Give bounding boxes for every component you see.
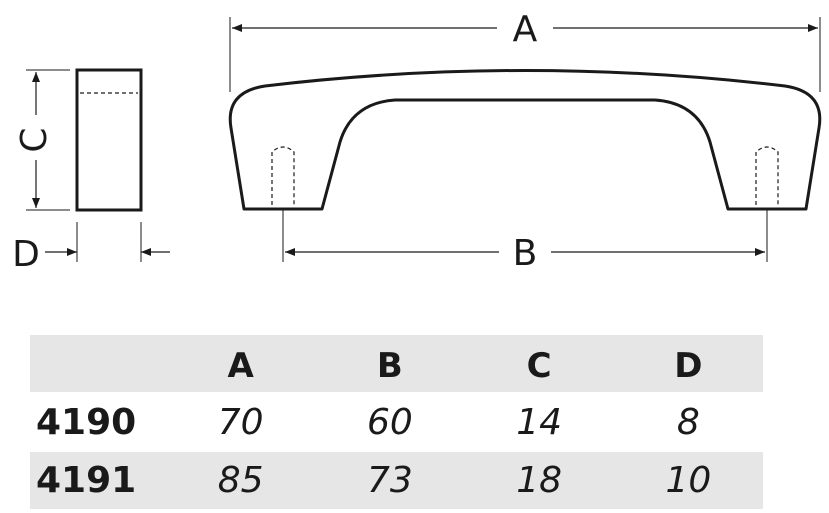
- value-c: 14: [516, 401, 563, 443]
- dim-label-a: A: [513, 9, 538, 50]
- side-profile: [75, 68, 143, 212]
- dimension-d: D: [12, 222, 170, 275]
- value-a: 70: [217, 401, 264, 443]
- table-header-row: A B C D: [30, 335, 763, 392]
- screw-hole-left: [271, 146, 295, 205]
- dimension-c: C: [14, 69, 70, 211]
- value-d: 8: [676, 401, 700, 443]
- handle-outline: [228, 69, 822, 211]
- table-row: 4191 85 73 18 10: [30, 452, 763, 509]
- dim-label-b: B: [513, 233, 538, 274]
- value-d: 10: [665, 460, 712, 501]
- value-c: 18: [516, 460, 563, 501]
- dim-label-c: C: [14, 127, 55, 152]
- value-b: 60: [366, 401, 413, 443]
- model-number: 4191: [36, 460, 137, 501]
- model-number: 4190: [36, 401, 137, 443]
- dimension-b: B: [282, 210, 768, 274]
- handle-dimension-drawing: C D A B: [12, 9, 822, 275]
- table-header-cell: [30, 335, 166, 392]
- value-b: 73: [366, 460, 413, 501]
- dimensions-table: A B C D 4190 70 60 14 8 4191 85 73 18 10: [30, 335, 763, 509]
- table-header-cell: C: [526, 345, 552, 386]
- table-row: 4190 70 60 14 8: [30, 392, 763, 452]
- table-header-cell: A: [227, 345, 254, 386]
- table-header-cell: B: [376, 345, 403, 386]
- dim-label-d: D: [12, 234, 40, 275]
- table-header-cell: D: [674, 345, 703, 386]
- dimension-a: A: [229, 9, 821, 92]
- screw-hole-right: [755, 146, 779, 205]
- value-a: 85: [217, 460, 264, 501]
